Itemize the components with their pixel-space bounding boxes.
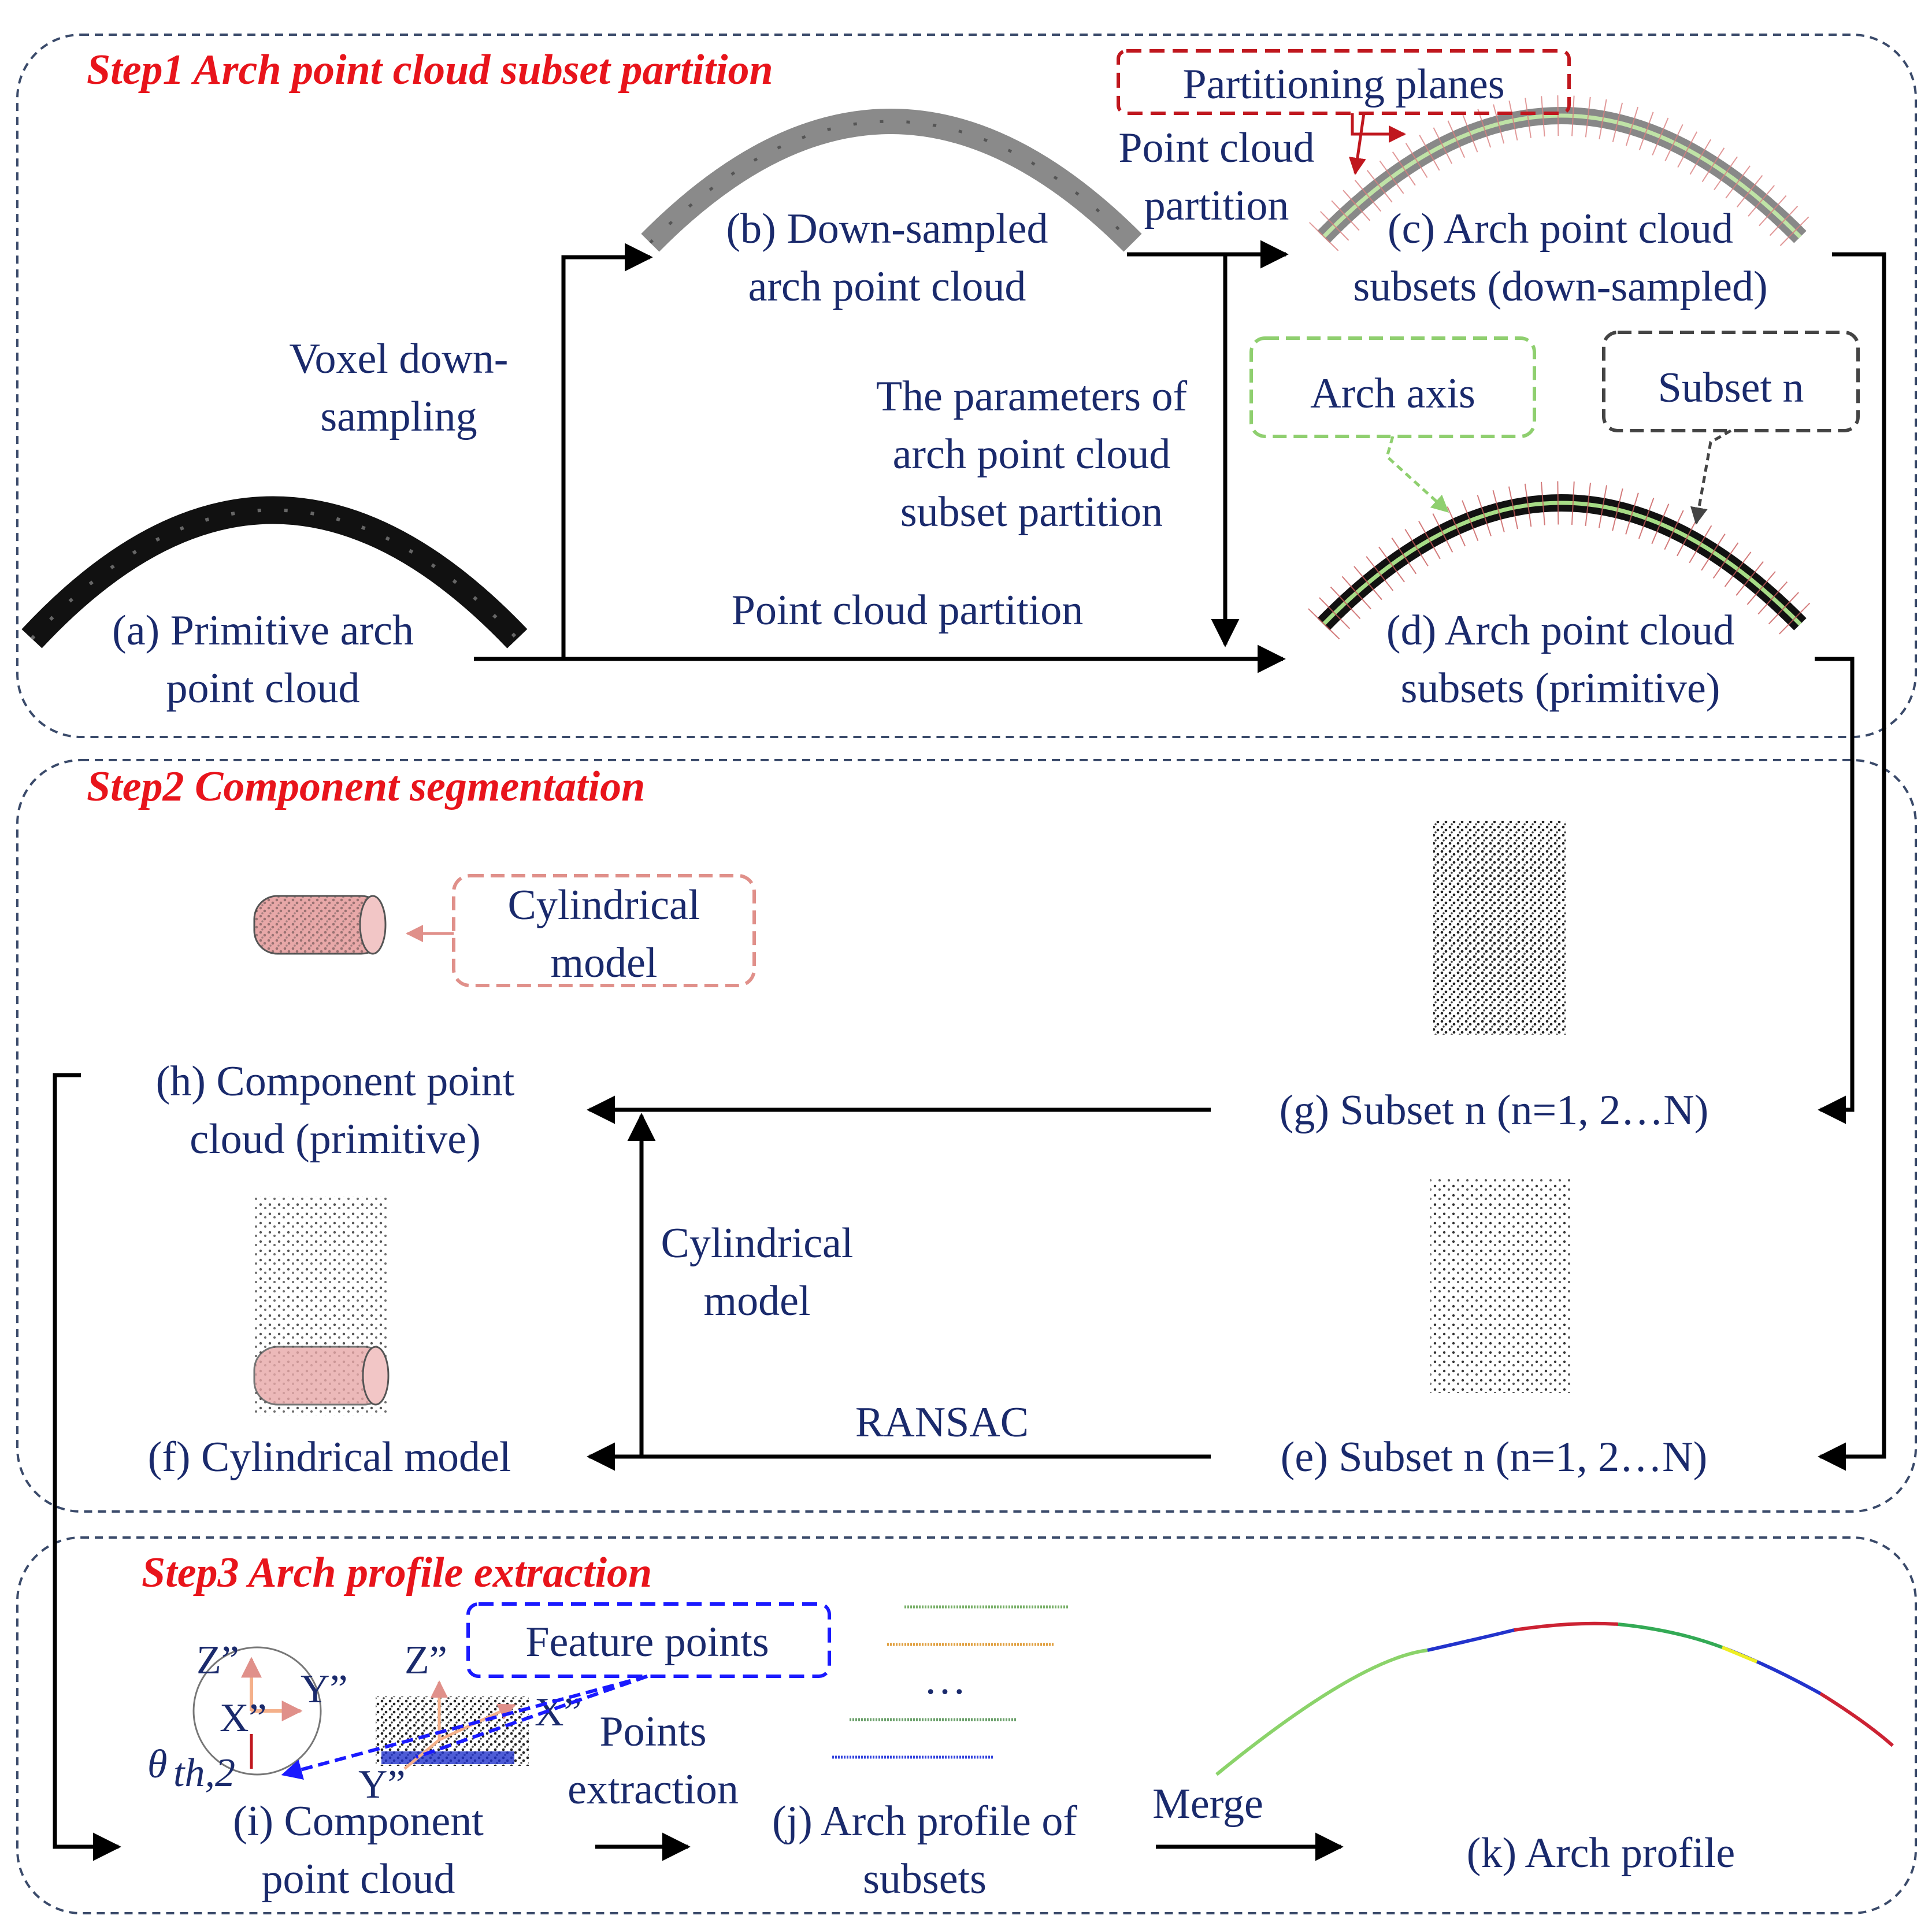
axis-y2: Y” bbox=[358, 1762, 406, 1807]
cylinder-model-icon bbox=[253, 895, 387, 955]
label-c-line2: subsets (down-sampled) bbox=[1353, 263, 1767, 310]
op-params-line2: arch point cloud bbox=[893, 431, 1171, 478]
label-h-line1: (h) Component point bbox=[156, 1058, 515, 1105]
axis-z1: Z” bbox=[196, 1638, 239, 1683]
callout-feature-points bbox=[466, 1602, 831, 1678]
primitive-arch-shape bbox=[21, 496, 528, 649]
op-partition-bottom: Point cloud partition bbox=[732, 587, 1083, 634]
axis-theta: θ bbox=[147, 1742, 167, 1787]
op-params-line3: subset partition bbox=[900, 488, 1163, 536]
axis-z2: Z” bbox=[405, 1638, 447, 1683]
ellipsis: … bbox=[924, 1656, 966, 1703]
label-d-line2: subsets (primitive) bbox=[1401, 665, 1720, 712]
label-b-line2: arch point cloud bbox=[748, 263, 1026, 310]
label-k: (k) Arch profile bbox=[1467, 1829, 1735, 1877]
subset-profile-lines bbox=[832, 1605, 1069, 1759]
arrow-d-to-g bbox=[1815, 657, 1855, 1124]
partition-pointer-2 bbox=[1349, 113, 1366, 175]
callout-feature-points-text: Feature points bbox=[525, 1618, 769, 1666]
callout-cylindrical-model bbox=[452, 874, 756, 987]
callout-partitioning-planes bbox=[1117, 49, 1571, 115]
component-with-cylinder bbox=[253, 1196, 390, 1416]
axis-y1: Y” bbox=[301, 1667, 348, 1712]
label-a-line2: point cloud bbox=[166, 665, 359, 712]
subset-n-pointer bbox=[1690, 429, 1732, 525]
label-i-line1: (i) Component bbox=[233, 1798, 484, 1845]
op-cyl-model-line2: model bbox=[704, 1277, 811, 1325]
subset-n-e-pointcloud bbox=[1430, 1179, 1572, 1393]
label-d-line1: (d) Arch point cloud bbox=[1386, 607, 1734, 654]
component-pointcloud-i bbox=[376, 1680, 529, 1770]
axis-system-1 bbox=[192, 1646, 322, 1776]
step1-section bbox=[16, 34, 1917, 738]
op-cyl-model-line1: Cylindrical bbox=[661, 1220, 854, 1267]
arch-axis-pointer bbox=[1385, 436, 1449, 513]
callout-partitioning-planes-text: Partitioning planes bbox=[1183, 61, 1505, 108]
label-j-line1: (j) Arch profile of bbox=[772, 1798, 1077, 1845]
arrow-c-to-e bbox=[1818, 252, 1886, 1471]
op-points-extraction-line1: Points bbox=[599, 1708, 706, 1755]
arrow-a-to-b bbox=[561, 243, 653, 659]
primitive-subsets-shape bbox=[1308, 481, 1816, 640]
label-h-line2: cloud (primitive) bbox=[190, 1116, 480, 1163]
label-i-line2: point cloud bbox=[261, 1855, 455, 1903]
downsampled-arch-shape bbox=[641, 109, 1142, 252]
op-merge: Merge bbox=[1152, 1780, 1263, 1828]
feature-pointer-1 bbox=[281, 1675, 648, 1780]
arrow-h-to-i bbox=[53, 1073, 121, 1861]
feature-pointer-2 bbox=[416, 1675, 648, 1759]
step2-title: Step2 Component segmentation bbox=[87, 763, 645, 810]
step1-title: Step1 Arch point cloud subset partition bbox=[87, 46, 773, 94]
label-e: (e) Subset n (n=1, 2…N) bbox=[1281, 1433, 1707, 1481]
axis-x1: X” bbox=[220, 1696, 267, 1740]
op-partition-top-line1: Point cloud bbox=[1118, 124, 1314, 172]
axis-theta-sub: th,2 bbox=[173, 1751, 235, 1795]
op-points-extraction-line2: extraction bbox=[568, 1766, 739, 1813]
step2-section bbox=[16, 759, 1917, 1513]
label-a-line1: (a) Primitive arch bbox=[112, 607, 414, 654]
op-voxel-line1: Voxel down- bbox=[290, 335, 509, 383]
op-voxel-line2: sampling bbox=[320, 393, 477, 440]
label-b-line1: (b) Down-sampled bbox=[726, 205, 1048, 253]
op-ransac: RANSAC bbox=[855, 1399, 1029, 1446]
downsampled-subsets-shape bbox=[1308, 95, 1815, 251]
label-g: (g) Subset n (n=1, 2…N) bbox=[1280, 1087, 1709, 1134]
step3-title: Step3 Arch profile extraction bbox=[142, 1549, 652, 1596]
label-f: (f) Cylindrical model bbox=[148, 1433, 511, 1481]
callout-subset-n-text: Subset n bbox=[1658, 364, 1804, 412]
subset-n-g-pointcloud bbox=[1433, 821, 1566, 1035]
callout-subset-n bbox=[1602, 331, 1860, 432]
op-params-line1: The parameters of bbox=[876, 373, 1188, 420]
label-c-line1: (c) Arch point cloud bbox=[1388, 205, 1733, 253]
callout-cylindrical-model-line1: Cylindrical bbox=[508, 881, 700, 929]
callout-cylindrical-model-line2: model bbox=[551, 939, 658, 987]
callout-arch-axis bbox=[1249, 336, 1536, 438]
arch-profile-k bbox=[1215, 1621, 1894, 1776]
label-j-line2: subsets bbox=[863, 1855, 987, 1903]
op-partition-top-line2: partition bbox=[1144, 182, 1289, 229]
callout-arch-axis-text: Arch axis bbox=[1310, 370, 1475, 417]
partition-pointer-1 bbox=[1351, 113, 1406, 143]
